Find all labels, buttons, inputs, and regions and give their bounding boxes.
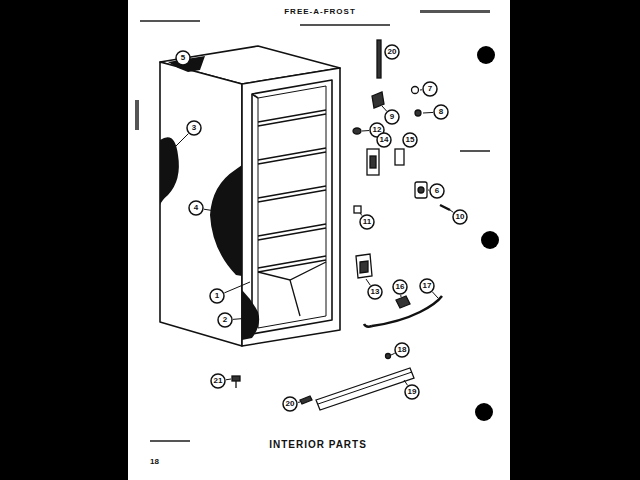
callout-circle	[430, 184, 444, 198]
callout-circle	[434, 105, 448, 119]
callout-number: 3	[192, 124, 196, 132]
leader-lines	[172, 61, 453, 402]
callout-circle	[405, 385, 419, 399]
callout-circle	[176, 51, 190, 65]
leader-line	[432, 292, 438, 298]
leader-line	[382, 106, 387, 111]
callout-number: 6	[435, 187, 439, 195]
callout-circle	[211, 374, 225, 388]
leader-line	[233, 318, 250, 319]
callout-number: 15	[406, 136, 415, 144]
callout-number: 11	[363, 218, 371, 226]
callout-circle	[403, 133, 417, 147]
scan-border	[510, 0, 640, 480]
leader-line	[226, 379, 231, 381]
leader-line	[190, 61, 198, 64]
callout-number: 13	[371, 288, 380, 296]
leader-line	[450, 210, 453, 212]
callout-number: 5	[181, 54, 185, 62]
callout-number: 19	[408, 388, 417, 396]
binder-hole	[475, 403, 493, 421]
callout-number: 18	[398, 346, 407, 354]
insulation-cutaway	[160, 56, 259, 340]
callout-circle	[385, 110, 399, 124]
callout-number: 14	[380, 136, 389, 144]
callout-number: 8	[439, 108, 443, 116]
leader-line	[366, 279, 370, 285]
leader-line	[360, 213, 362, 216]
leader-line	[428, 190, 429, 191]
callout-number: 2	[223, 316, 227, 324]
leader-line	[204, 209, 222, 212]
callout-circle	[385, 45, 399, 59]
callout-number: 17	[423, 282, 432, 290]
shelf	[258, 110, 326, 316]
leader-line	[362, 130, 369, 131]
freezer-cabinet	[160, 46, 340, 346]
leader-line	[172, 134, 188, 150]
callout-number: 20	[388, 48, 397, 56]
scan-border	[0, 0, 128, 480]
leader-line	[400, 295, 401, 297]
leader-line	[391, 353, 395, 355]
callout-circle	[189, 201, 203, 215]
callout-circle	[423, 82, 437, 96]
callout-circle	[393, 280, 407, 294]
callout-number: 1	[215, 292, 219, 300]
callout-number: 7	[428, 85, 432, 93]
leader-line	[423, 112, 433, 114]
callout-circle	[210, 289, 224, 303]
diagram-caption: INTERIOR PARTS	[269, 440, 367, 450]
callout-number: 9	[390, 113, 394, 121]
callout-number: 16	[396, 283, 405, 291]
callout-number: 21	[214, 377, 223, 385]
callout-circle	[395, 343, 409, 357]
page-number: 18	[150, 458, 159, 466]
leader-line	[420, 89, 422, 90]
scan-speckle	[135, 10, 490, 442]
callout-circle	[283, 397, 297, 411]
callout-circle	[360, 215, 374, 229]
callout-circle	[368, 285, 382, 299]
leader-line	[298, 402, 300, 403]
leader-line	[404, 380, 408, 385]
callout-circle	[218, 313, 232, 327]
callout-circle	[377, 133, 391, 147]
binder-hole	[477, 46, 495, 64]
callout-number: 20	[286, 400, 295, 408]
loose-part	[232, 40, 450, 410]
binder-hole	[481, 231, 499, 249]
callout-number: 12	[373, 126, 382, 134]
callout-number: 4	[194, 204, 198, 212]
callout-circle	[187, 121, 201, 135]
callout-number: 10	[456, 213, 465, 221]
diagram-title: FREE-A-FROST	[284, 8, 356, 16]
callout-circle	[453, 210, 467, 224]
callout-circle	[420, 279, 434, 293]
callout-circles	[176, 45, 467, 411]
leader-line	[224, 282, 250, 293]
